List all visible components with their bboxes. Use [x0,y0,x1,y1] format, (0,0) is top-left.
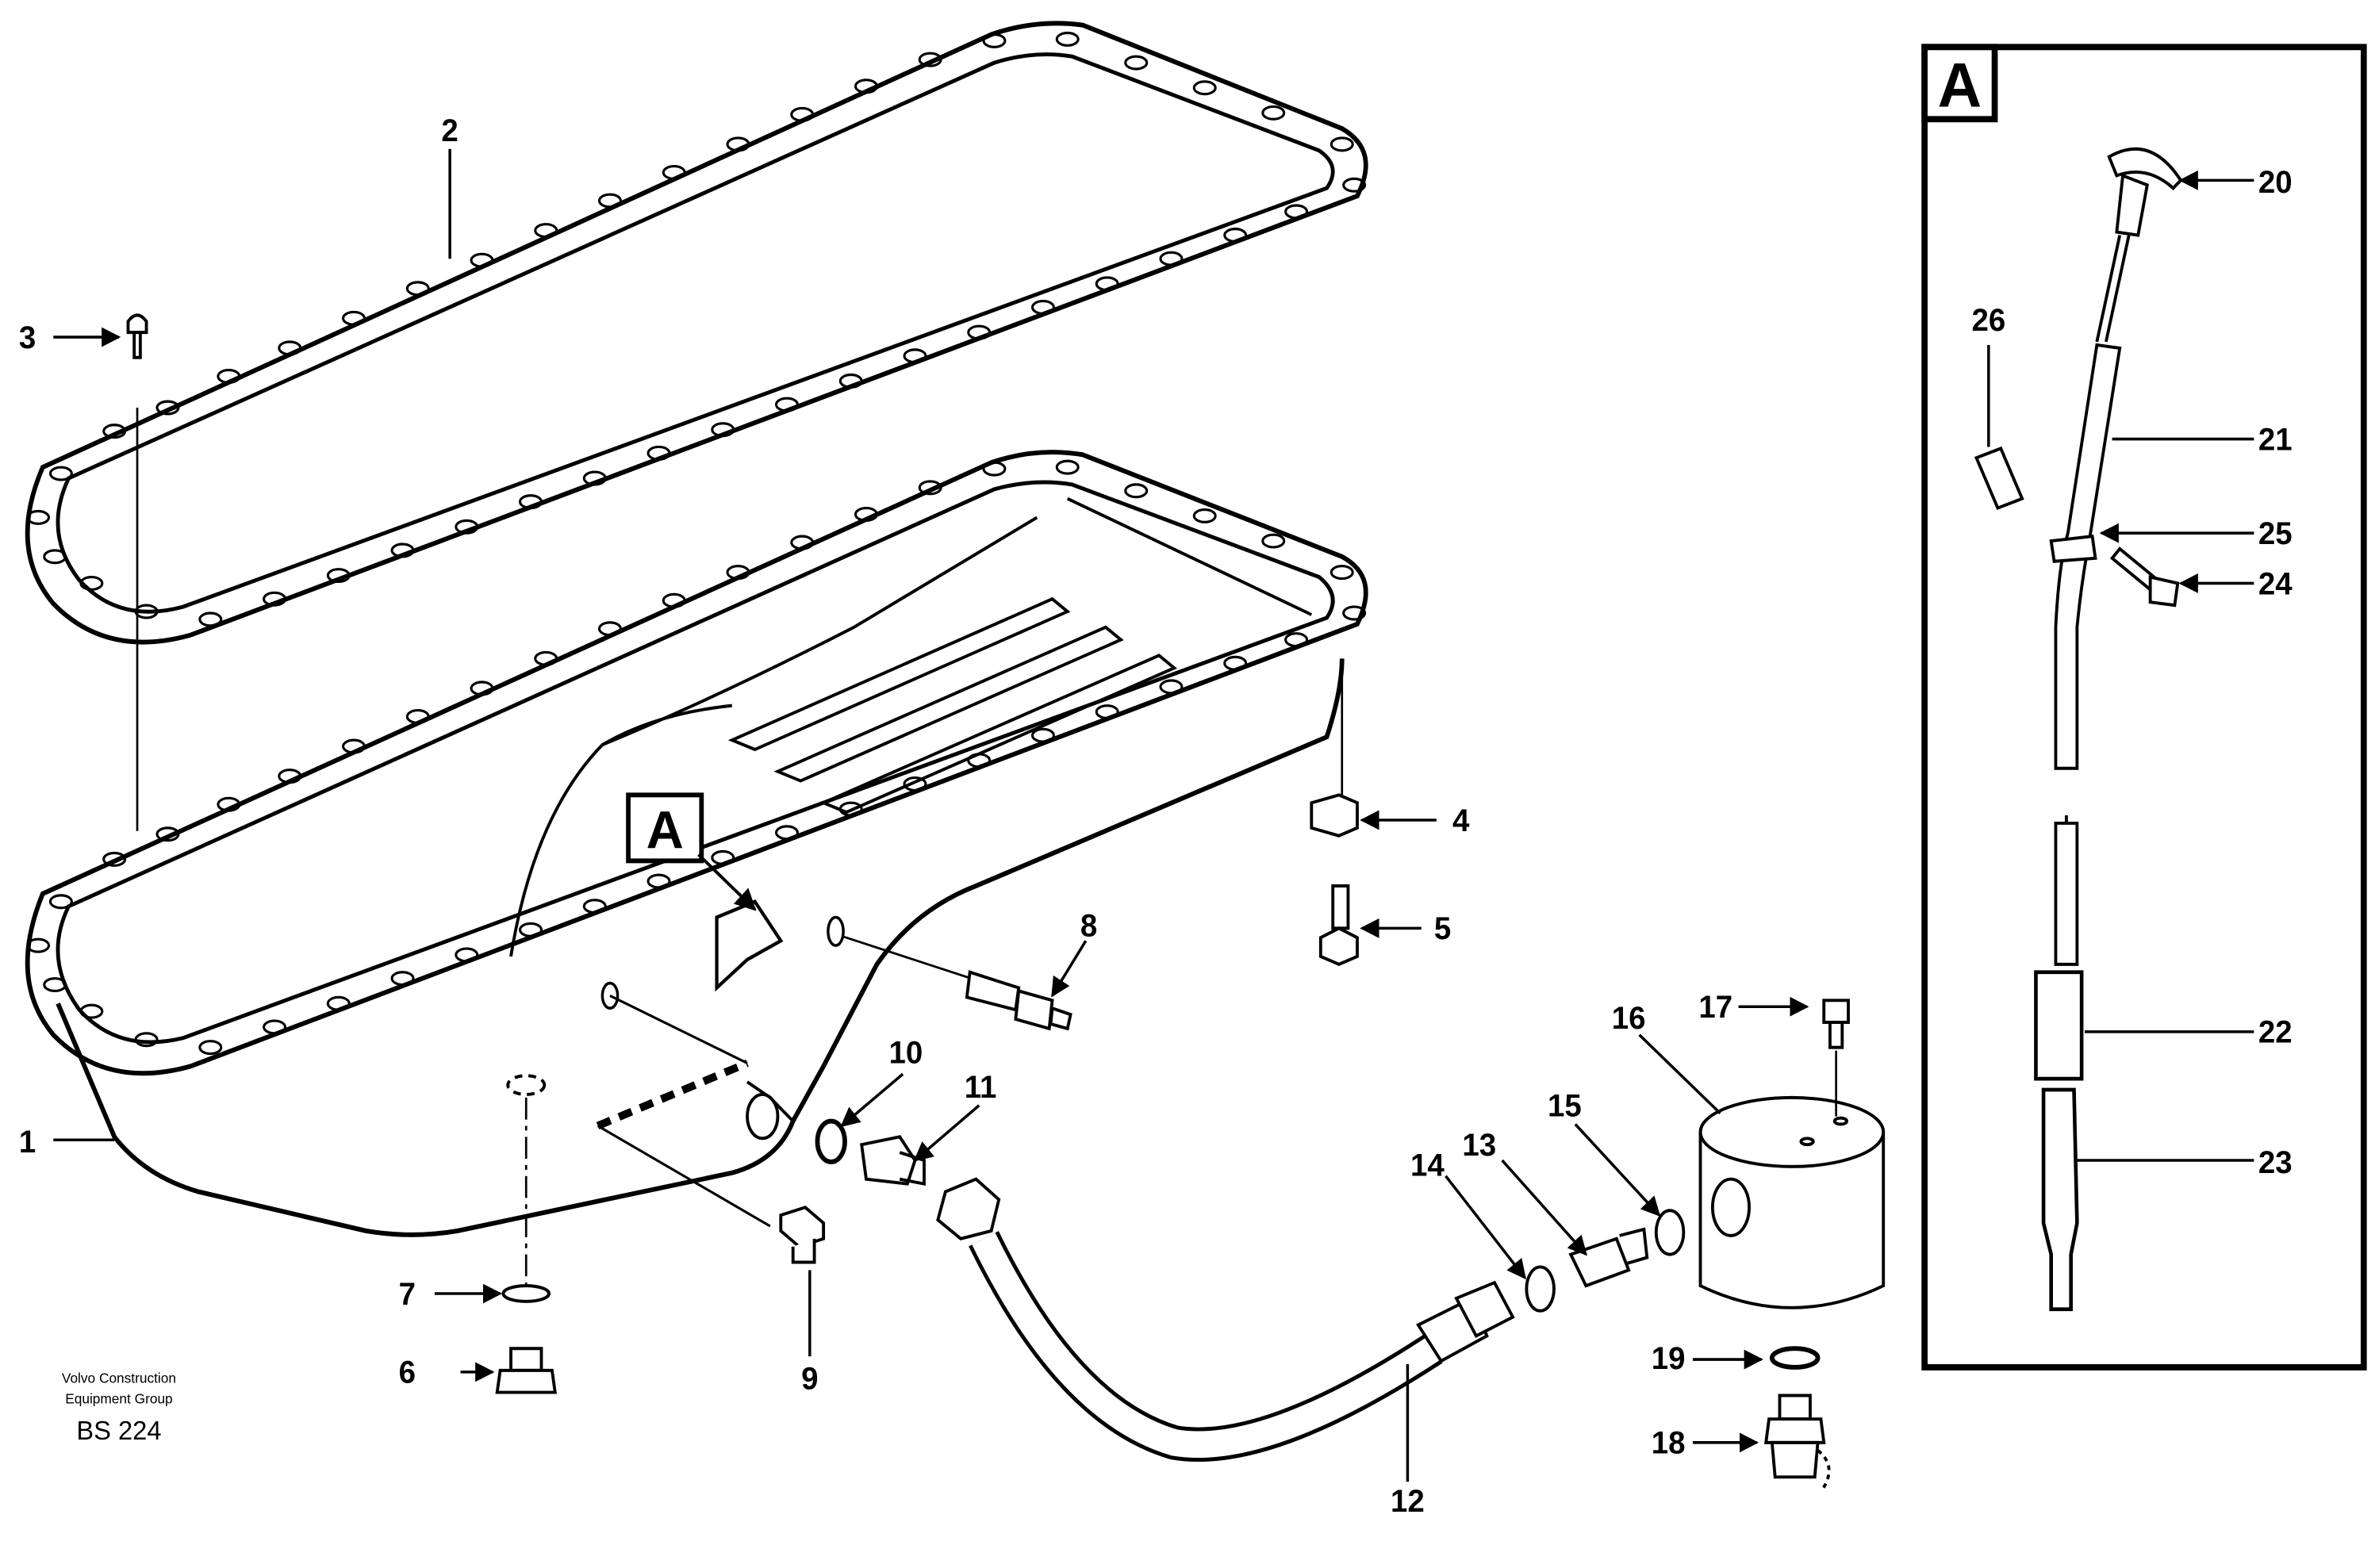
detail-box-a: A [1921,44,2367,1371]
washer-19-part [1769,1346,1821,1370]
bushing-part [2034,970,2084,1081]
callout-19: 19 [1652,1341,1686,1376]
callout-10: 10 [889,1036,923,1071]
credit-line-2: Equipment Group [65,1390,173,1406]
callout-7: 7 [399,1277,416,1312]
callout-2: 2 [441,113,458,148]
callout-8: 8 [1080,909,1097,944]
adapter-part [860,1135,926,1187]
callout-22: 22 [2258,1015,2293,1050]
washer-part [815,1118,847,1164]
drain-plug-part [495,1074,557,1394]
gasket-bolt-holes [26,31,1367,627]
washer-15-part [1654,1209,1686,1256]
washer-14-part [1525,1265,1556,1313]
adapter-13-part [1568,1227,1649,1288]
callout-20: 20 [2258,166,2293,201]
callout-3: 3 [19,320,36,355]
bolt-part [1318,884,1359,966]
callout-5: 5 [1434,912,1451,947]
callout-1: 1 [19,1125,36,1160]
drawing-code: BS 224 [76,1416,161,1446]
callout-6: 6 [399,1355,416,1390]
credit-line-1: Volvo Construction [62,1370,176,1386]
callout-4: 4 [1452,803,1470,838]
oil-pan-bolt-holes [26,459,1367,1056]
callout-25: 25 [2258,517,2293,552]
callout-numbers: 1 2 3 4 5 6 7 8 9 10 11 12 13 14 15 16 1… [19,113,2293,1518]
detail-a-pointer: A [626,792,757,911]
lower-tube-part [2041,1087,2079,1312]
cap-part [1763,1394,1831,1491]
oil-pan-part [25,450,1368,1237]
bolt-17-part [1822,999,1850,1117]
sleeve-part [1974,446,2024,511]
plug-part [779,1206,826,1264]
sensor-part [841,934,1072,1031]
callout-18: 18 [1652,1426,1686,1461]
gasket-part [25,21,1368,645]
callout-9: 9 [801,1362,818,1397]
callout-leaders [53,148,2254,1482]
bolt-24-part [2109,546,2180,608]
callout-16: 16 [1612,1001,1646,1036]
dipstick-handle-part [2095,147,2183,343]
callout-11: 11 [965,1070,997,1105]
detail-box-a-label: A [1938,49,1982,120]
callout-26: 26 [1971,304,2005,339]
callout-24: 24 [2258,567,2293,602]
small-parts [126,313,1886,1491]
callout-23: 23 [2258,1145,2293,1180]
nut-part [1310,658,1359,838]
detail-a-pointer-label: A [647,801,684,861]
callout-13: 13 [1462,1129,1496,1164]
callout-14: 14 [1410,1148,1445,1183]
callout-15: 15 [1548,1089,1582,1124]
filter-housing-part [1698,1095,1886,1309]
callout-17: 17 [1698,991,1732,1026]
pin-part [126,313,148,831]
callout-12: 12 [1391,1484,1425,1519]
callout-21: 21 [2258,423,2293,458]
hose-part [936,1177,1515,1462]
clamp-part [2049,534,2097,563]
credit-block: Volvo Construction Equipment Group BS 22… [62,1370,176,1446]
